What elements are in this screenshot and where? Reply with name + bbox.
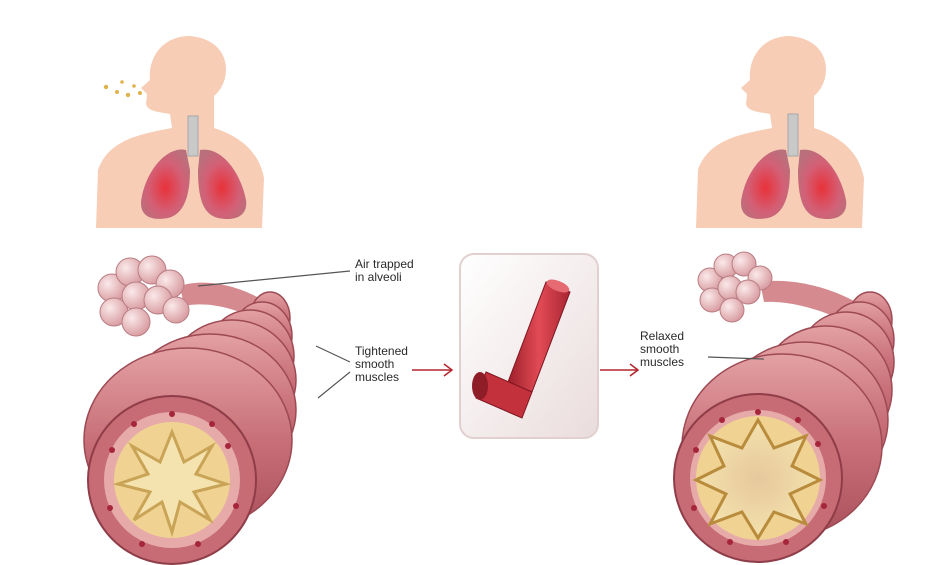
left-lumen-constricted	[118, 432, 226, 532]
label-air-trapped: Air trapped in alveoli	[355, 258, 414, 284]
label-relaxed-line3: muscles	[640, 356, 684, 369]
leader-tightened-bottom	[318, 372, 350, 398]
left-airway-cross-section	[88, 396, 256, 564]
left-alveoli-cluster	[98, 256, 189, 336]
label-relaxed-muscles: Relaxed smooth muscles	[640, 330, 684, 369]
right-torso-figure	[696, 36, 864, 228]
left-trachea	[188, 116, 198, 156]
exhaled-particles	[104, 80, 142, 97]
right-lumen-relaxed	[696, 420, 820, 538]
inhaler-box	[460, 254, 598, 438]
leader-tightened-top	[316, 346, 350, 362]
right-alveoli-cluster	[698, 252, 772, 322]
leader-air-trapped	[198, 271, 350, 286]
right-trachea	[788, 114, 798, 156]
label-tightened-muscles: Tightened smooth muscles	[355, 345, 408, 384]
left-airway	[84, 256, 296, 564]
right-airway	[674, 252, 894, 562]
left-torso-figure	[96, 36, 264, 228]
label-air-trapped-line2: in alveoli	[355, 271, 414, 284]
right-airway-cross-section	[674, 394, 842, 562]
label-tightened-line3: muscles	[355, 371, 408, 384]
